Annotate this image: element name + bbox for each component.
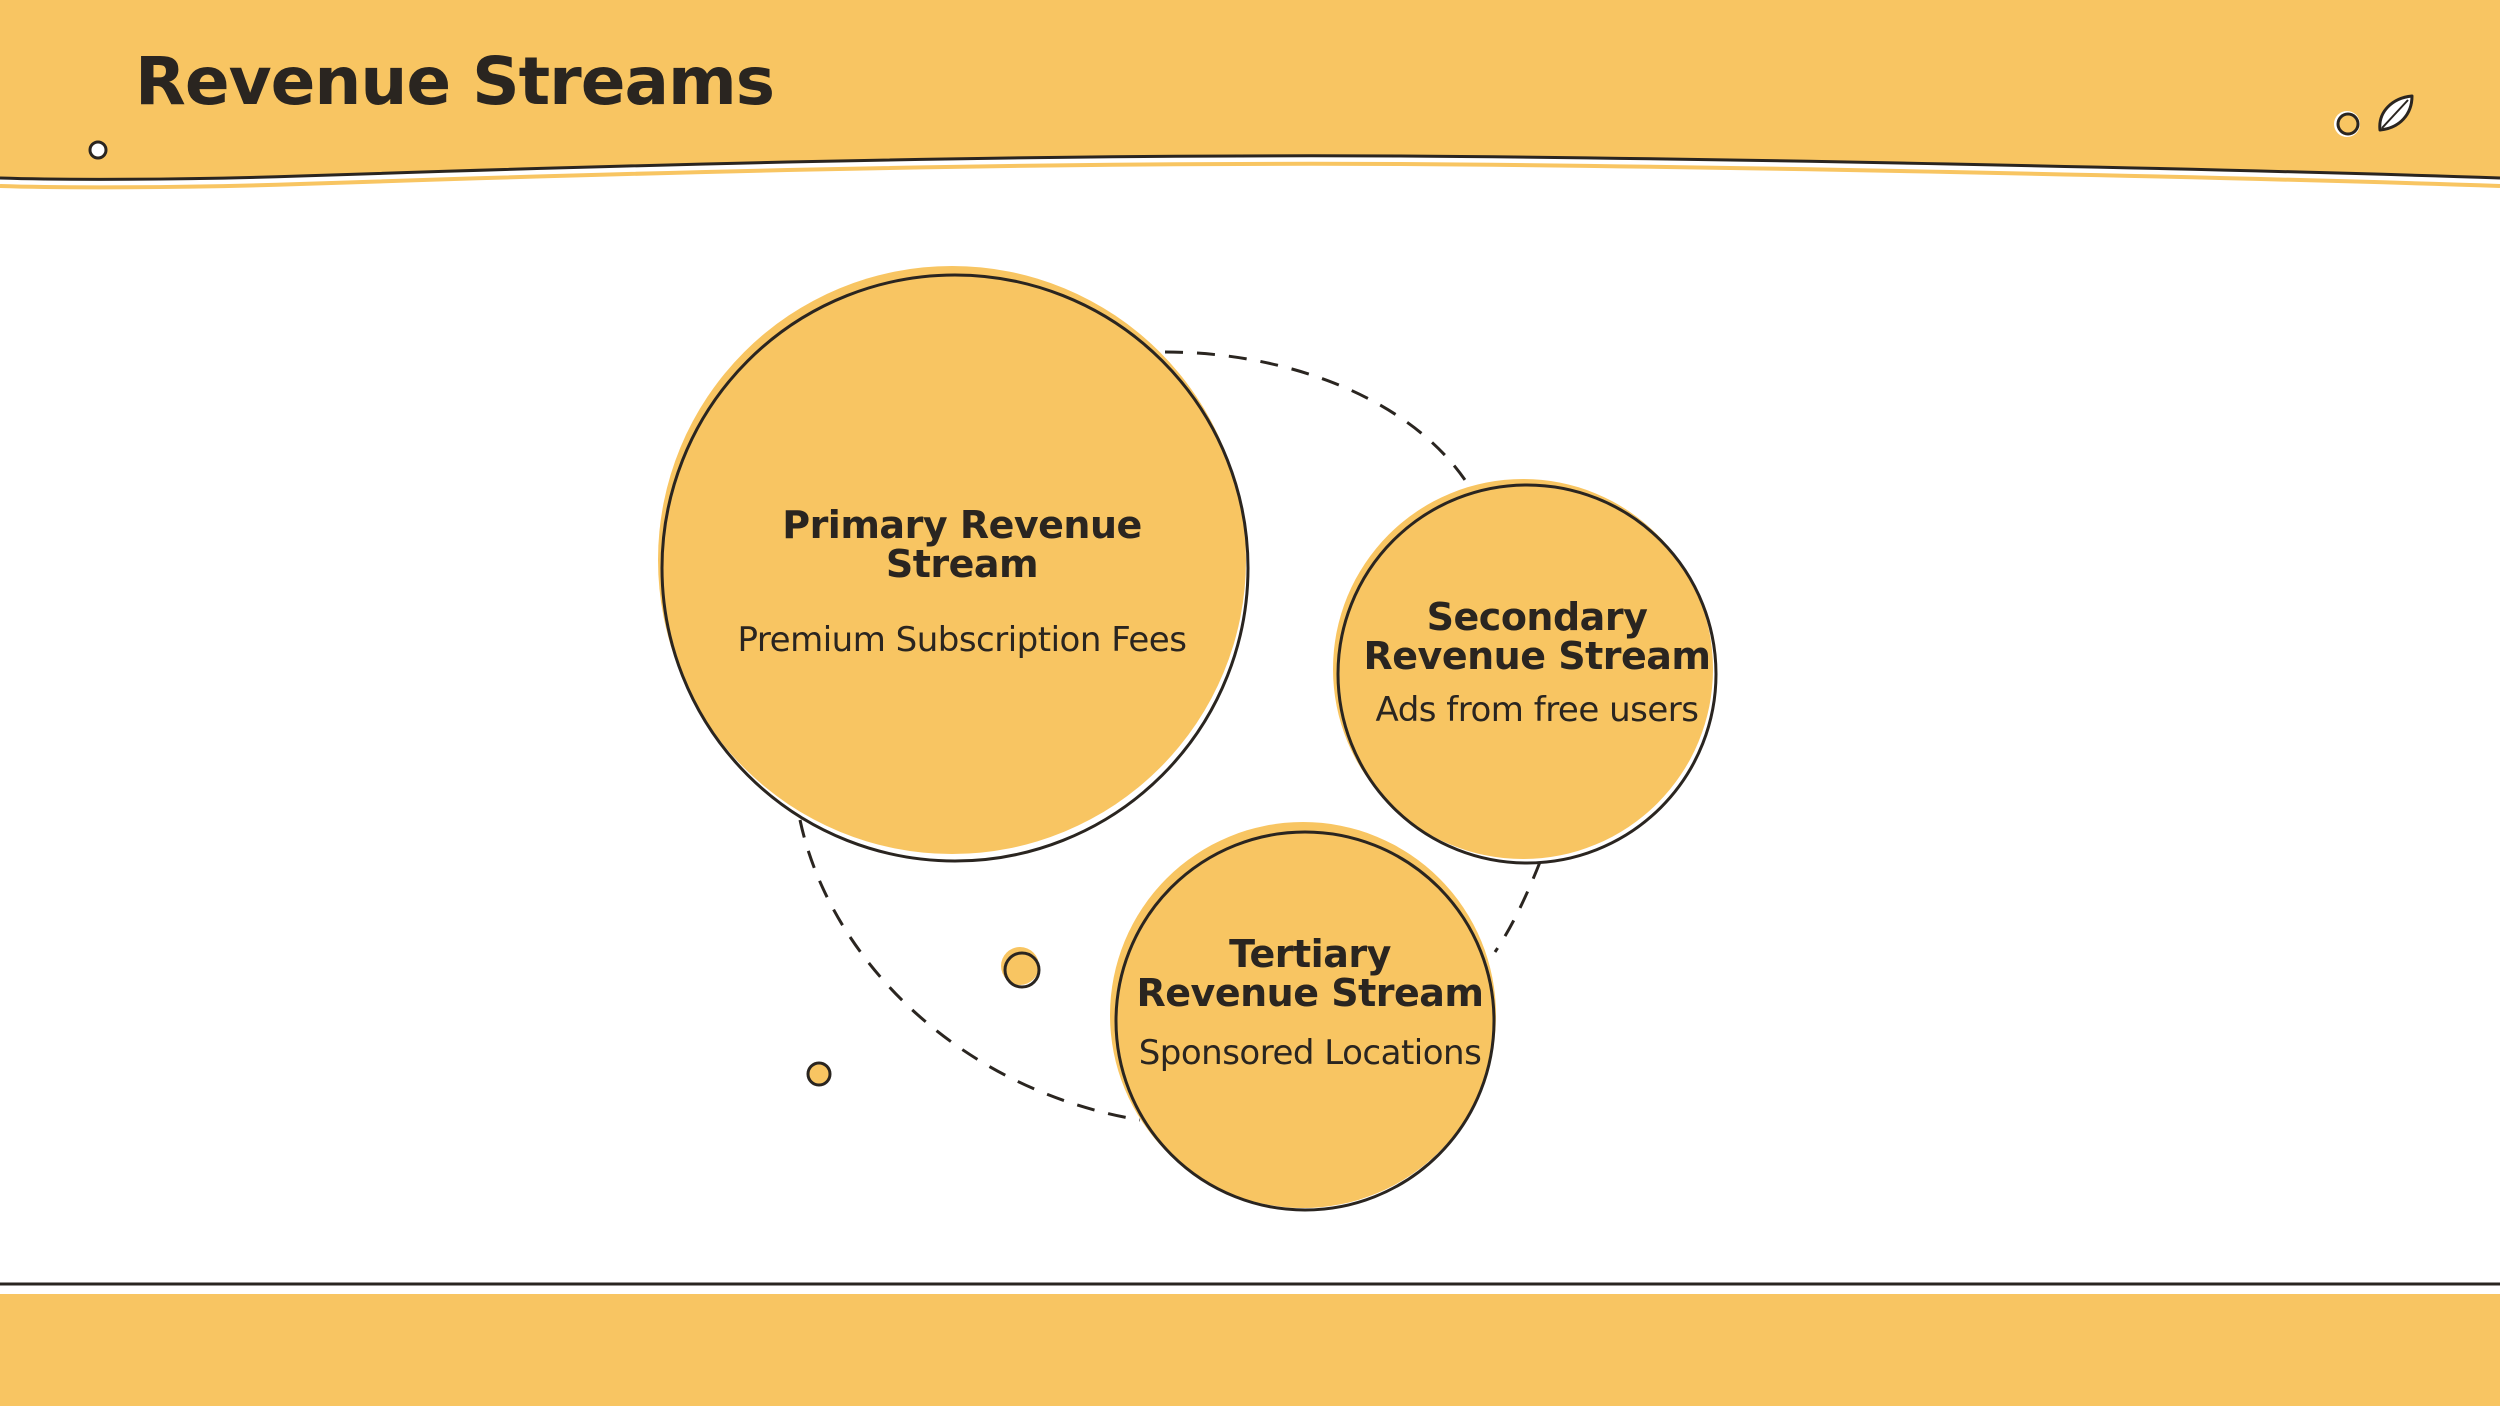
leaf-icon-vein <box>2381 99 2409 129</box>
connector-dashed-arc-bottom <box>798 819 1141 1122</box>
secondary-circle-fill <box>1333 479 1713 859</box>
primary-node-heading: Primary Revenue Stream <box>782 503 1142 586</box>
secondary-circle-outline <box>1336 483 1718 865</box>
tiny-dot-icon <box>806 1061 832 1087</box>
secondary-node-heading-line2: Revenue Stream <box>1363 633 1711 678</box>
tertiary-node-label: Tertiary Revenue Stream Sponsored Locati… <box>1130 935 1490 1072</box>
header-wave-line <box>0 154 2500 181</box>
tertiary-node-heading-line2: Revenue Stream <box>1136 970 1484 1015</box>
primary-circle-fill <box>658 266 1246 854</box>
secondary-node-heading-line1: Secondary <box>1426 595 1648 639</box>
tertiary-node-heading-line1: Tertiary <box>1229 932 1391 976</box>
header-dot-right-outline <box>2336 112 2360 136</box>
secondary-node-detail: Ads from free users <box>1375 689 1699 730</box>
connector-dashed-arc-top <box>1164 350 1467 481</box>
tertiary-node-detail: Sponsored Locations <box>1138 1032 1482 1073</box>
slide-title: Revenue Streams <box>135 43 775 120</box>
footer-band <box>0 1294 2500 1406</box>
connector-dashed-arc-right <box>1493 861 1542 953</box>
tertiary-circle-fill <box>1110 822 1496 1208</box>
small-dot-icon-outline <box>1003 951 1041 989</box>
secondary-node-label: Secondary Revenue Stream Ads from free u… <box>1357 598 1717 729</box>
header-wave-highlight <box>0 161 2500 190</box>
tertiary-circle-outline <box>1114 830 1496 1212</box>
primary-circle-outline <box>660 273 1250 863</box>
primary-node-detail: Premium Subscription Fees <box>737 619 1187 660</box>
header-band <box>0 0 2500 180</box>
header-dot-icon-outline <box>88 140 108 160</box>
primary-node-label: Primary Revenue Stream Premium Subscript… <box>702 506 1222 659</box>
